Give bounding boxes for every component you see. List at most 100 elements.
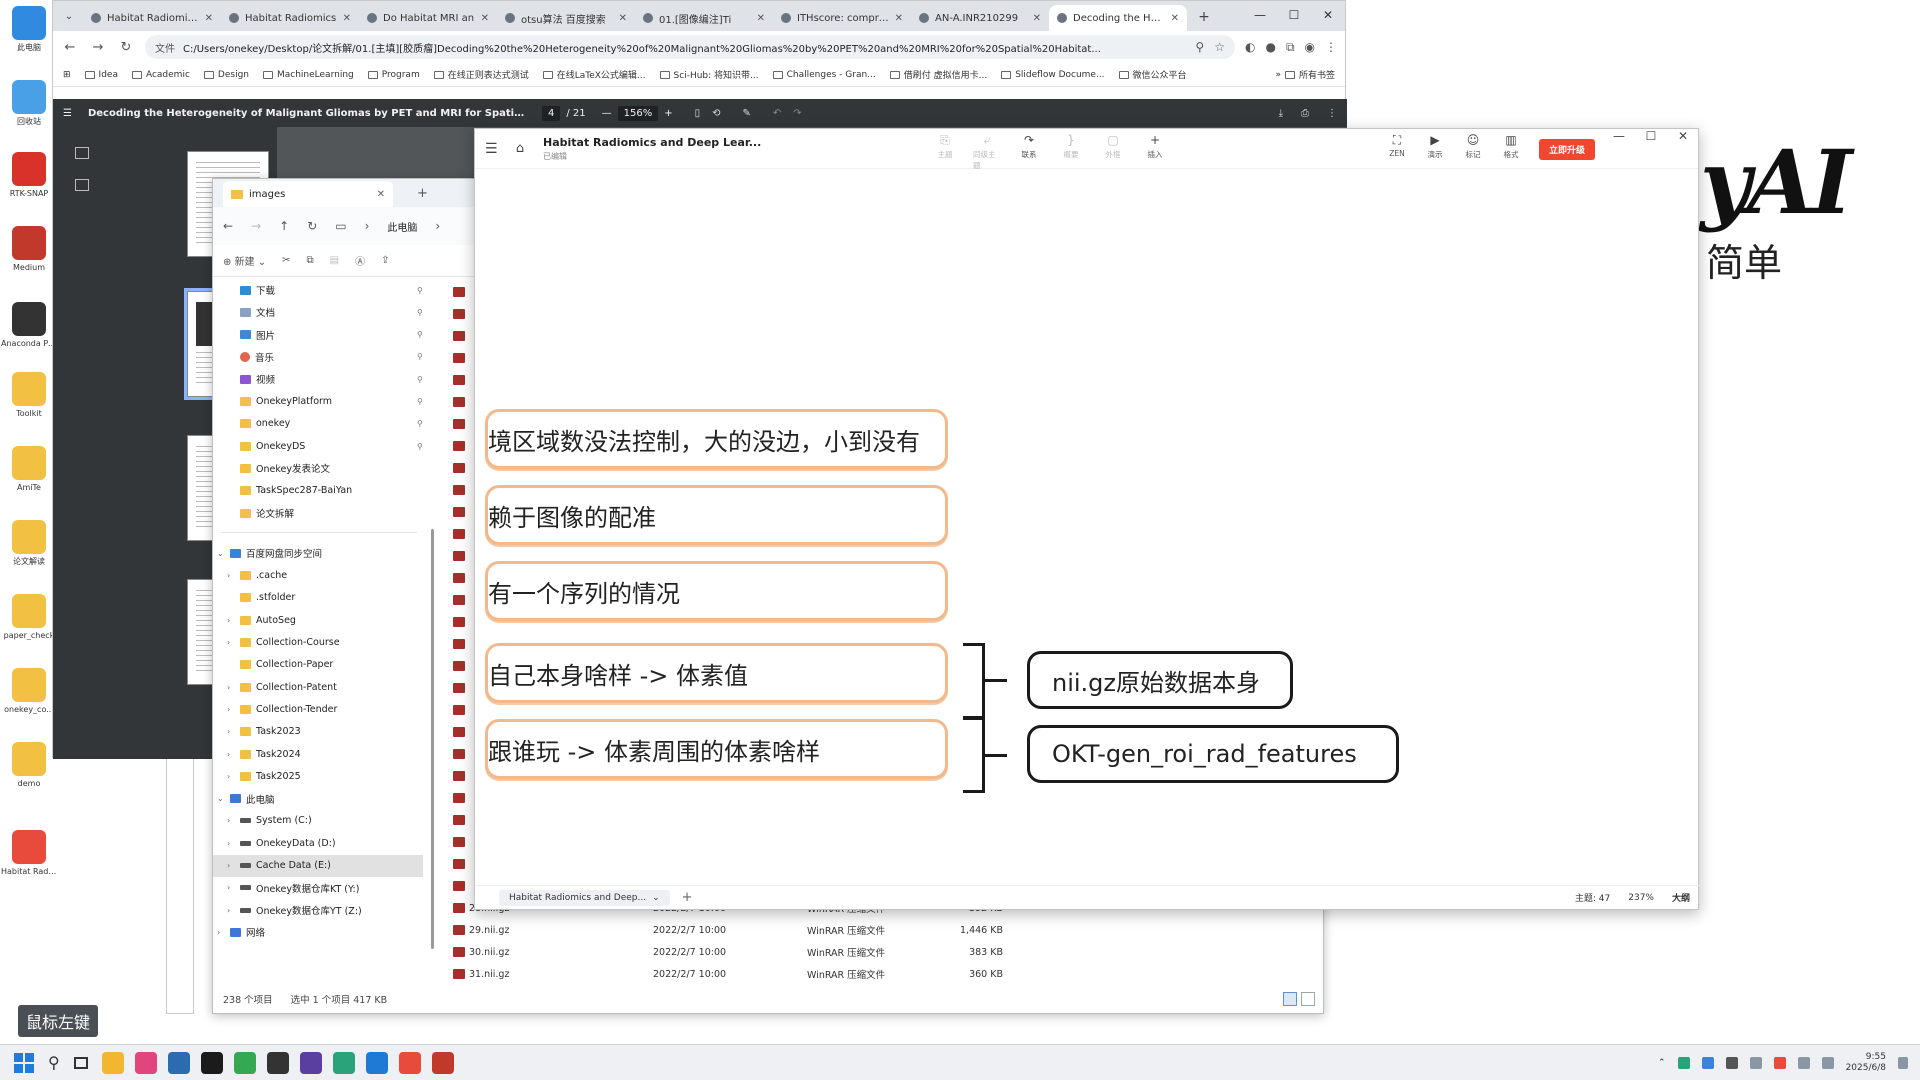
- add-sheet-icon[interactable]: +: [681, 890, 693, 905]
- expand-chevron-icon[interactable]: ›: [227, 615, 231, 625]
- print-icon[interactable]: ⎙: [1301, 107, 1309, 119]
- tree-item[interactable]: 图片⚲: [213, 324, 423, 346]
- tray-app-icon[interactable]: [1677, 1056, 1690, 1069]
- taskbar-app-icon[interactable]: [200, 1051, 223, 1074]
- summary-node[interactable]: OKT-gen_roi_rad_features: [1027, 725, 1399, 783]
- taskbar-app-icon[interactable]: [101, 1051, 124, 1074]
- menu-kebab-icon[interactable]: ⋮: [1325, 39, 1337, 54]
- toolbar-tool[interactable]: ☺标记: [1459, 133, 1487, 160]
- tree-item[interactable]: 下载⚲: [213, 279, 423, 301]
- extension-icon[interactable]: ◐: [1244, 39, 1256, 54]
- bookmark-item[interactable]: 在线正则表达式测试: [433, 68, 529, 81]
- tree-item[interactable]: ›Collection-Course: [213, 632, 423, 654]
- page-number-input[interactable]: 4: [541, 105, 561, 121]
- forward-icon[interactable]: →: [92, 39, 104, 55]
- expand-chevron-icon[interactable]: ⌄: [217, 548, 224, 558]
- desktop-shortcut[interactable]: onekey_co...: [4, 668, 54, 732]
- desktop-shortcut[interactable]: Medium: [6, 226, 52, 290]
- tree-item[interactable]: Collection-Paper: [213, 654, 423, 676]
- summary-node[interactable]: nii.gz原始数据本身: [1027, 651, 1293, 709]
- undo-icon[interactable]: ↶: [772, 107, 782, 119]
- tray-app-icon[interactable]: [1773, 1056, 1786, 1069]
- back-icon[interactable]: ←: [64, 39, 76, 55]
- maximize-icon[interactable]: ☐: [1645, 129, 1657, 143]
- tree-item[interactable]: ›.cache: [213, 565, 423, 587]
- expand-chevron-icon[interactable]: ›: [227, 861, 231, 870]
- tree-item[interactable]: ›Onekey数据仓库KT (Y:): [213, 877, 423, 899]
- tray-app-icon[interactable]: [1701, 1056, 1714, 1069]
- expand-chevron-icon[interactable]: ⌄: [217, 794, 224, 804]
- desktop-shortcut[interactable]: 论文解读: [6, 520, 52, 584]
- browser-tab[interactable]: 01.[图像编注]Ti✕: [635, 5, 773, 31]
- close-tab-icon[interactable]: ✕: [1170, 12, 1179, 24]
- taskbar-app-icon[interactable]: [134, 1051, 157, 1074]
- topic-node[interactable]: 有一个序列的情况: [485, 561, 948, 621]
- desktop-shortcut[interactable]: Toolkit: [6, 372, 52, 436]
- tree-item[interactable]: Onekey发表论文: [213, 457, 423, 479]
- tree-item[interactable]: OnekeyDS⚲: [213, 435, 423, 457]
- annotate-icon[interactable]: ✎: [742, 107, 751, 119]
- expand-chevron-icon[interactable]: ›: [227, 749, 231, 759]
- tree-item[interactable]: TaskSpec287-BaiYan: [213, 480, 423, 502]
- up-icon[interactable]: ↑: [279, 219, 290, 233]
- share-icon[interactable]: ⇪: [381, 255, 390, 266]
- taskbar-app-icon[interactable]: [431, 1051, 454, 1074]
- zoom-level[interactable]: 156%: [617, 105, 659, 121]
- tree-item[interactable]: ›OnekeyData (D:): [213, 832, 423, 854]
- tiles-view-icon[interactable]: [1301, 992, 1315, 1006]
- zoom-icon[interactable]: ⚲: [1195, 40, 1205, 54]
- toolbar-tool[interactable]: +插入: [1141, 133, 1169, 171]
- mindmap-canvas[interactable]: 境区域数没法控制，大的没边，小到没有 赖于图像的配准 有一个序列的情况 自己本身…: [485, 169, 1687, 887]
- topic-node[interactable]: 赖于图像的配准: [485, 485, 948, 545]
- topic-node[interactable]: 自己本身啥样 -> 体素值: [485, 643, 948, 703]
- tree-item[interactable]: ⌄百度网盘同步空间: [213, 542, 423, 564]
- desktop-shortcut[interactable]: 此电脑: [6, 6, 52, 70]
- desktop-shortcut[interactable]: RTK-SNAP: [6, 152, 52, 216]
- sheet-tab[interactable]: Habitat Radiomics and Deep...⌄: [499, 889, 670, 906]
- toolbar-tool[interactable]: ↷联系: [1015, 133, 1043, 171]
- paste-icon[interactable]: ▤: [329, 255, 340, 266]
- bookmark-item[interactable]: Slideflow Docume...: [1001, 68, 1105, 81]
- taskbar-app-icon[interactable]: [332, 1051, 355, 1074]
- desktop-shortcut[interactable]: 回收站: [6, 80, 52, 144]
- new-tab-icon[interactable]: +: [417, 185, 428, 201]
- minimize-icon[interactable]: —: [1613, 129, 1625, 143]
- close-tab-icon[interactable]: ✕: [756, 12, 765, 24]
- topic-node[interactable]: 跟谁玩 -> 体素周围的体素啥样: [485, 719, 948, 779]
- refresh-icon[interactable]: ↻: [307, 219, 318, 233]
- toolbar-tool[interactable]: ⎘主题: [931, 133, 959, 171]
- more-icon[interactable]: ⋮: [1327, 107, 1337, 119]
- breadcrumb-pc[interactable]: 此电脑: [387, 222, 418, 234]
- tree-item[interactable]: ›AutoSeg: [213, 609, 423, 631]
- bookmarks-more[interactable]: »: [1275, 69, 1281, 80]
- close-tab-icon[interactable]: ✕: [342, 12, 351, 24]
- apps-grid-icon[interactable]: ⊞: [63, 69, 71, 80]
- toolbar-tool[interactable]: ▶演示: [1421, 133, 1449, 160]
- minimize-icon[interactable]: —: [1254, 8, 1266, 22]
- close-tab-icon[interactable]: ✕: [894, 12, 903, 24]
- toolbar-tool[interactable]: }概要: [1057, 133, 1085, 171]
- topic-node[interactable]: 境区域数没法控制，大的没边，小到没有: [485, 409, 948, 469]
- bookmark-item[interactable]: 微信公众平台: [1118, 68, 1187, 81]
- explorer-tab-images[interactable]: images ✕: [223, 181, 393, 207]
- upgrade-button[interactable]: 立即升级: [1539, 139, 1596, 160]
- bookmark-item[interactable]: Design: [203, 68, 249, 81]
- expand-chevron-icon[interactable]: ›: [227, 727, 231, 737]
- download-icon[interactable]: ⤓: [1278, 107, 1283, 119]
- expand-chevron-icon[interactable]: ›: [227, 638, 231, 647]
- taskbar-app-icon[interactable]: [365, 1051, 388, 1074]
- browser-tab[interactable]: otsu算法 百度搜索✕: [497, 5, 635, 31]
- expand-chevron-icon[interactable]: ›: [227, 682, 231, 692]
- close-tab-icon[interactable]: ✕: [1032, 12, 1041, 24]
- keyboard-icon[interactable]: [1749, 1056, 1762, 1069]
- browser-tab[interactable]: Decoding the Hete✕: [1049, 5, 1187, 31]
- profile-avatar-icon[interactable]: ◉: [1304, 39, 1315, 54]
- search-icon[interactable]: ⚲: [48, 1053, 60, 1072]
- pdf-menu-icon[interactable]: ☰: [63, 107, 72, 119]
- toolbar-tool[interactable]: ▢外框: [1099, 133, 1127, 171]
- browser-tab[interactable]: Habitat Radiomics i✕: [83, 5, 221, 31]
- tree-item[interactable]: onekey⚲: [213, 413, 423, 435]
- taskbar-app-icon[interactable]: [398, 1051, 421, 1074]
- navigation-scrollbar[interactable]: [431, 529, 434, 949]
